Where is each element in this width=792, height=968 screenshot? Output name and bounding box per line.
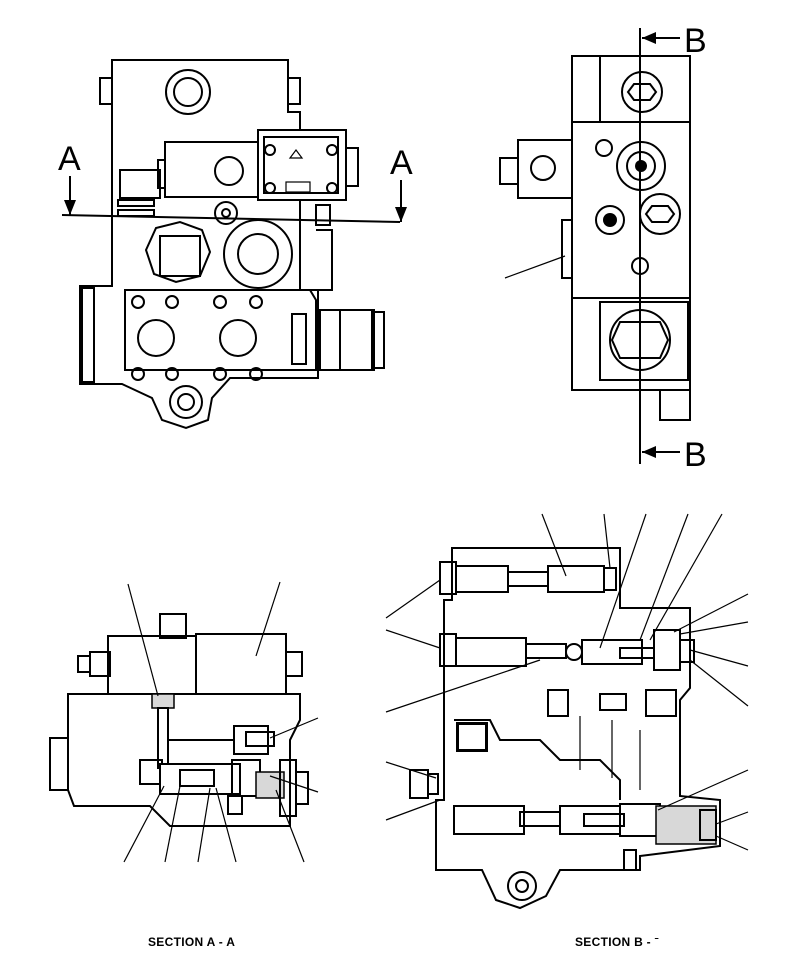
section-mark-b-top: B — [642, 22, 707, 60]
front-view — [61, 59, 401, 430]
section-b-b — [385, 513, 749, 910]
section-letter-a-left: A — [58, 140, 81, 178]
section-letter-b-top: B — [684, 22, 707, 60]
section-a-a — [49, 581, 319, 863]
section-mark-a-right: A — [390, 144, 413, 222]
side-view — [499, 28, 691, 464]
section-letter-b-bottom: B — [684, 436, 707, 474]
section-mark-b-bottom: B — [642, 436, 707, 474]
section-letter-a-right: A — [390, 144, 413, 182]
caption-section-a-a: SECTION A - A — [148, 935, 236, 949]
caption-section-b-b: SECTION B - ˉ — [575, 935, 659, 949]
section-mark-a-left: A — [58, 140, 81, 215]
